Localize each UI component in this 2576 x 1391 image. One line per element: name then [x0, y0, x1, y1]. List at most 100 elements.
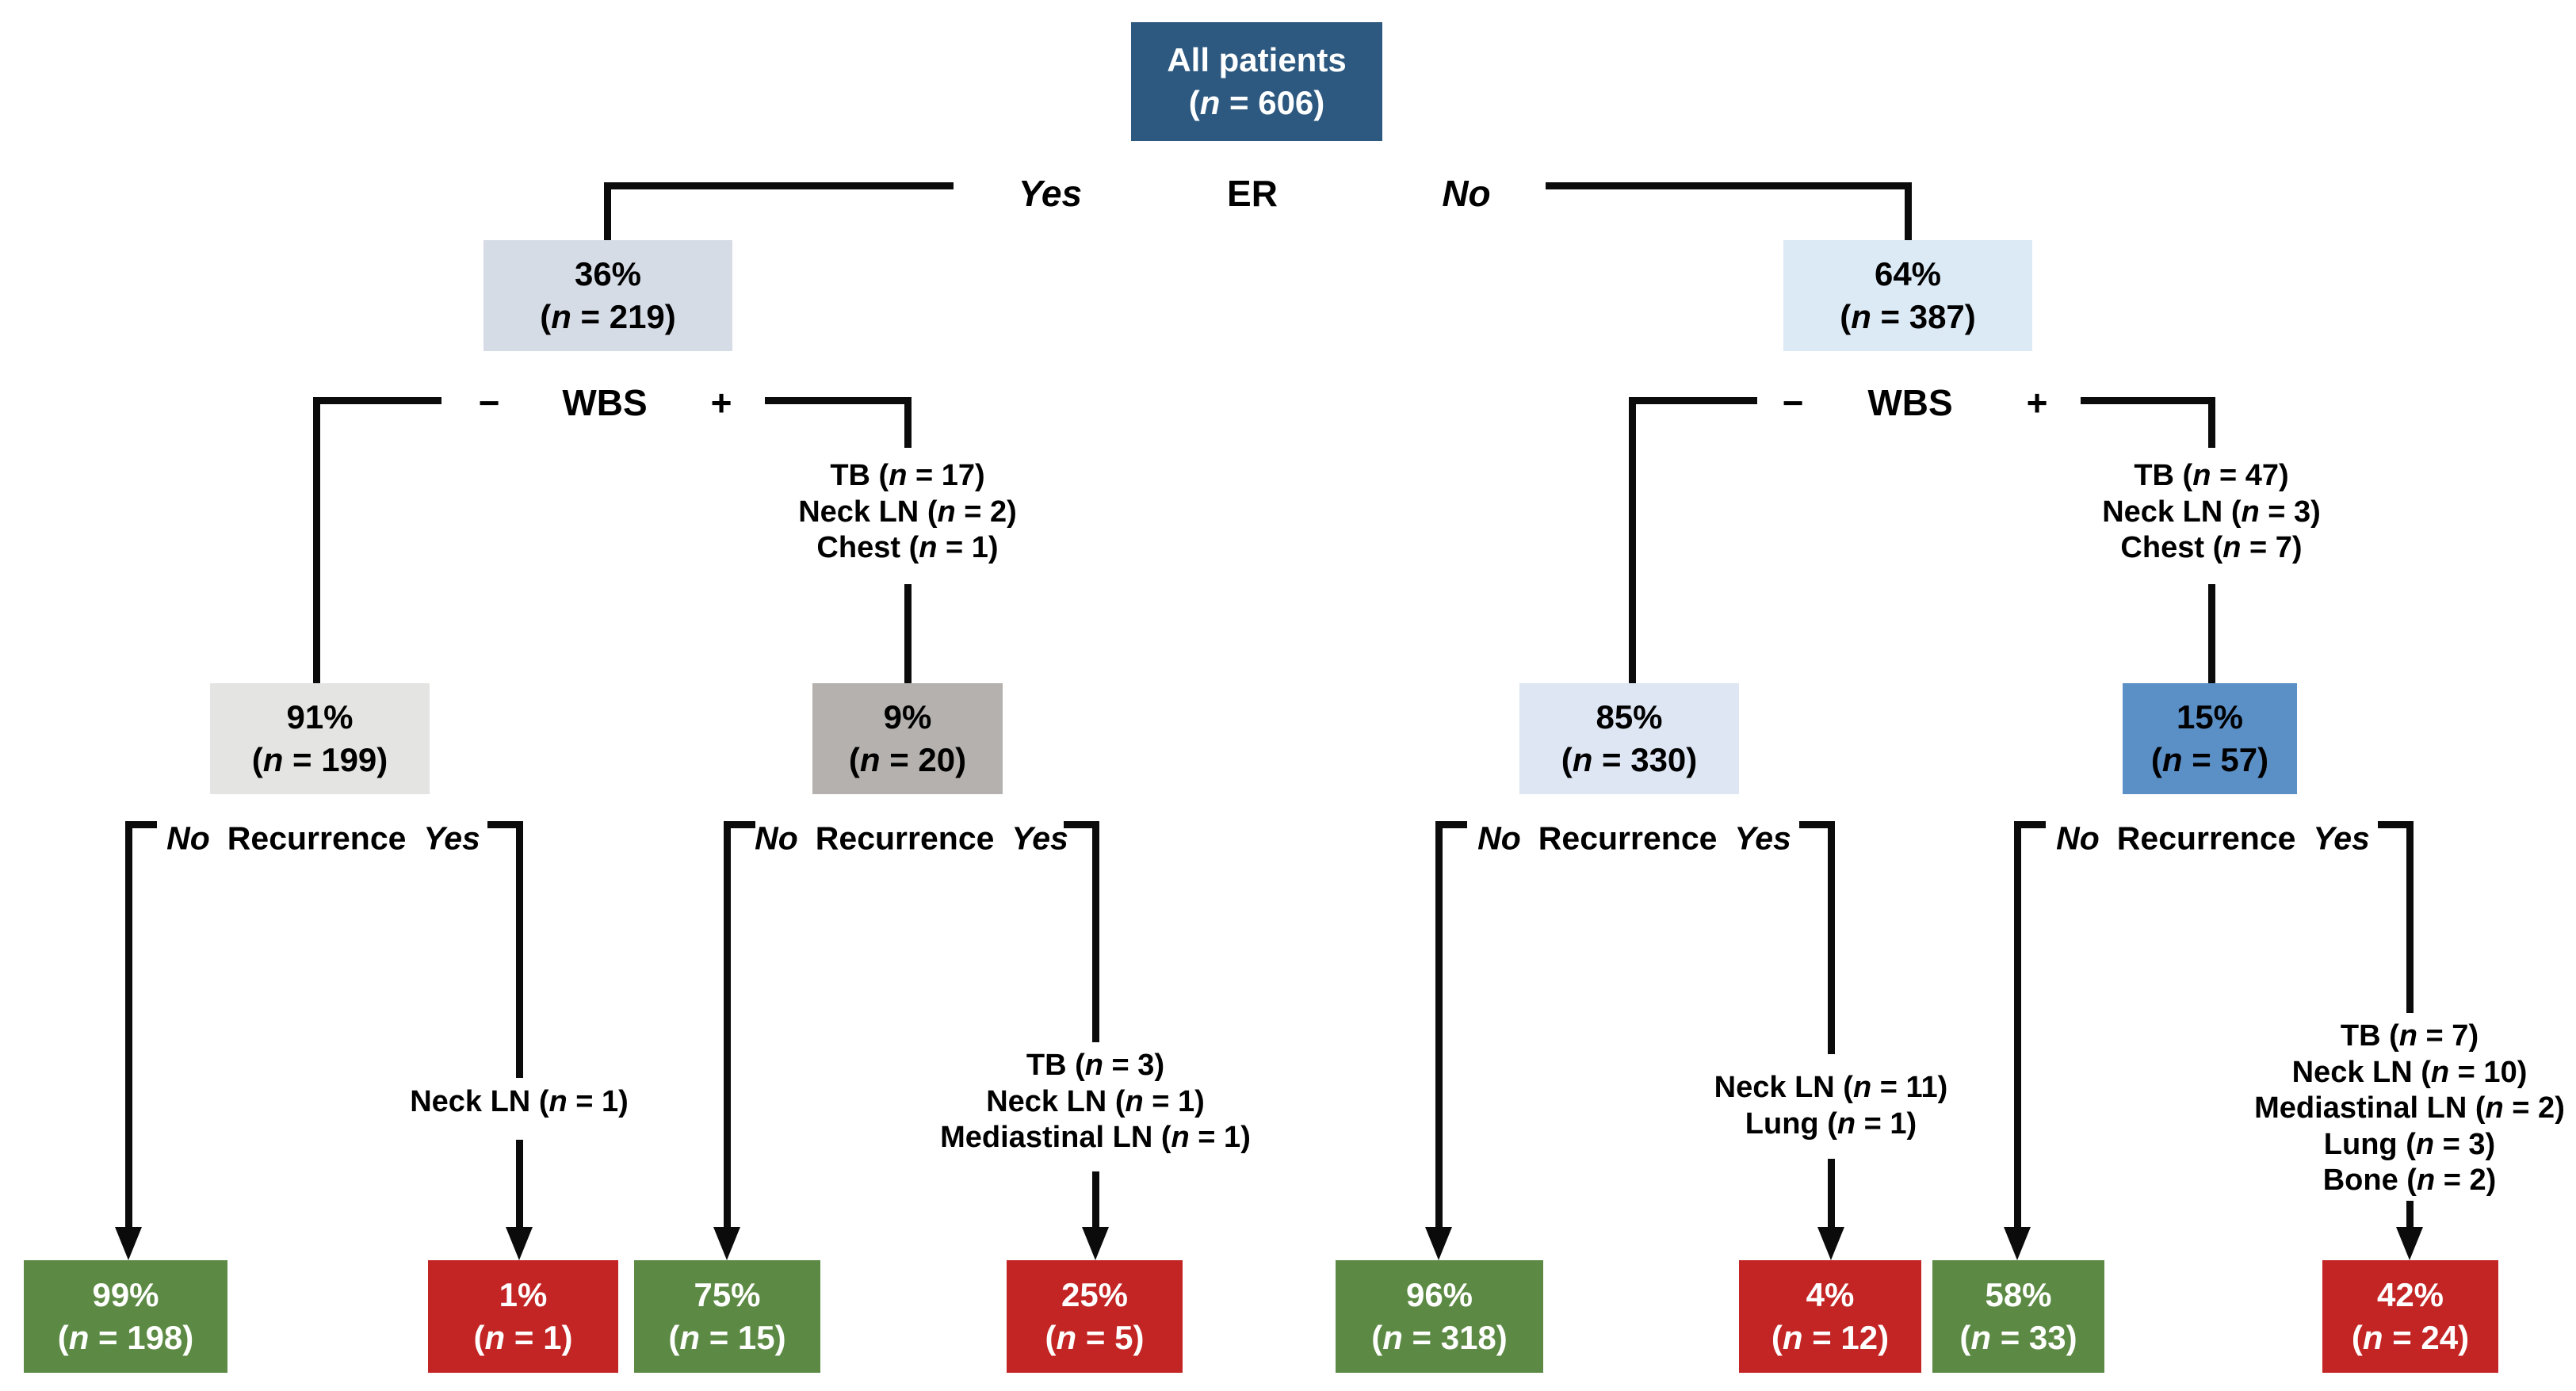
node-n: (n = 198)	[57, 1319, 194, 1356]
connector-line	[904, 397, 912, 448]
branch-label-no: No	[2056, 820, 2100, 857]
node-percent: 75%	[694, 1276, 761, 1314]
node-percent: 85%	[1596, 698, 1663, 736]
connector-line	[2014, 821, 2046, 828]
node-percent: 64%	[1874, 255, 1942, 293]
node-n: (n = 1)	[473, 1319, 573, 1356]
branch-label-no: No	[1477, 820, 1521, 857]
node-wbs-neg-right: 85% (n = 330)	[1519, 683, 1739, 794]
connector-line	[1828, 821, 1835, 1054]
node-percent: 91%	[286, 698, 354, 736]
node-wbs-pos-right: 15% (n = 57)	[2123, 683, 2297, 794]
node-percent: 99%	[92, 1276, 159, 1314]
arrowhead-icon	[2004, 1227, 2031, 1260]
node-n: (n = 606)	[1188, 84, 1325, 121]
recurrence-split-3: No Recurrence Yes	[1477, 820, 1791, 858]
connector-line	[313, 397, 320, 683]
split-label-wbs-left: WBS	[562, 382, 648, 423]
annotation-site-line: Neck LN (n = 1)	[410, 1085, 629, 1118]
node-n: (n = 12)	[1771, 1319, 1890, 1356]
annotation-site-line: Neck LN (n = 1)	[986, 1084, 1205, 1118]
arrowhead-icon	[506, 1227, 533, 1260]
node-n: (n = 20)	[848, 741, 967, 778]
connector-line	[1799, 821, 1834, 828]
node-er-no: 64% (n = 387)	[1783, 240, 2032, 351]
branch-label-yes: Yes	[2313, 820, 2370, 857]
connector-line	[1092, 1171, 1099, 1230]
arrowhead-icon	[115, 1227, 142, 1260]
connector-line	[1629, 397, 1636, 683]
annotation-site-line: Mediastinal LN (n = 2)	[2254, 1091, 2565, 1125]
annotation-site-line: TB (n = 47)	[2134, 459, 2289, 492]
node-n: (n = 330)	[1561, 741, 1698, 778]
annotation-site-line: Chest (n = 1)	[816, 531, 999, 565]
recurrence-split-1: No Recurrence Yes	[166, 820, 480, 858]
branch-label-no: No	[755, 820, 798, 857]
node-er-yes: 36% (n = 219)	[483, 240, 732, 351]
annotation-wbs-pos-left-sites: TB (n = 17) Neck LN (n = 2) Chest (n = 1…	[798, 458, 1017, 567]
connector-line	[2406, 821, 2414, 1013]
annotation-site-line: Lung (n = 1)	[1745, 1106, 1917, 1141]
leaf-node-recurrence-3: 4% (n = 12)	[1739, 1260, 1921, 1373]
connector-line	[904, 584, 912, 683]
leaf-node-no-recurrence-2: 75% (n = 15)	[634, 1260, 820, 1373]
connector-line	[1629, 397, 1757, 404]
connector-line	[487, 821, 522, 828]
connector-line	[607, 182, 954, 189]
annotation-site-line: Neck LN (n = 2)	[798, 495, 1017, 529]
connector-line	[2208, 584, 2215, 683]
annotation-site-line: TB (n = 7)	[2340, 1019, 2479, 1053]
branch-label-minus: −	[1782, 382, 1804, 423]
connector-line	[1092, 821, 1099, 1042]
split-label-er: ER	[1227, 173, 1278, 214]
annotation-site-line: Lung (n = 3)	[2323, 1127, 2496, 1161]
connector-line	[1064, 821, 1099, 828]
node-percent: 4%	[1806, 1276, 1855, 1314]
node-percent: 36%	[574, 255, 642, 293]
annotation-recurrence-sites-3: Neck LN (n = 11) Lung (n = 1)	[1714, 1070, 1948, 1142]
node-n: (n = 24)	[2351, 1319, 2470, 1356]
annotation-recurrence-sites-1: Neck LN (n = 1)	[410, 1084, 629, 1121]
leaf-node-recurrence-4: 42% (n = 24)	[2322, 1260, 2498, 1373]
branch-label-no: No	[166, 820, 210, 857]
split-label-recurrence: Recurrence	[2116, 820, 2296, 857]
node-label: All patients	[1167, 41, 1347, 79]
node-n: (n = 15)	[668, 1319, 786, 1356]
node-n: (n = 5)	[1045, 1319, 1145, 1356]
node-n: (n = 318)	[1371, 1319, 1508, 1356]
leaf-node-no-recurrence-4: 58% (n = 33)	[1932, 1260, 2104, 1373]
node-all-patients: All patients (n = 606)	[1131, 22, 1382, 141]
annotation-site-line: Mediastinal LN (n = 1)	[940, 1121, 1251, 1155]
node-n: (n = 387)	[1840, 298, 1976, 335]
connector-line	[2378, 821, 2413, 828]
annotation-site-line: Neck LN (n = 3)	[2102, 495, 2321, 529]
split-label-recurrence: Recurrence	[1538, 820, 1718, 857]
recurrence-split-4: No Recurrence Yes	[2056, 820, 2370, 858]
connector-line	[1905, 182, 1912, 242]
branch-label-yes: Yes	[423, 820, 480, 857]
annotation-site-line: Neck LN (n = 11)	[1714, 1071, 1948, 1104]
connector-line	[1546, 182, 1911, 189]
node-percent: 1%	[499, 1276, 548, 1314]
branch-label-plus: +	[710, 382, 732, 423]
connector-line	[1435, 821, 1443, 1230]
connector-line	[724, 821, 755, 828]
annotation-site-line: TB (n = 17)	[830, 459, 985, 492]
annotation-site-line: Bone (n = 2)	[2322, 1164, 2497, 1198]
annotation-site-line: Chest (n = 7)	[2120, 531, 2303, 565]
branch-label-yes: Yes	[1018, 173, 1083, 214]
node-n: (n = 219)	[540, 298, 676, 335]
connector-line	[724, 821, 731, 1230]
connector-line	[313, 397, 441, 404]
node-n: (n = 33)	[1959, 1319, 2077, 1356]
split-label-recurrence: Recurrence	[815, 820, 995, 857]
annotation-recurrence-sites-4: TB (n = 7) Neck LN (n = 10) Mediastinal …	[2254, 1018, 2565, 1199]
annotation-wbs-pos-right-sites: TB (n = 47) Neck LN (n = 3) Chest (n = 7…	[2102, 458, 2321, 567]
branch-label-yes: Yes	[1011, 820, 1068, 857]
connector-line	[125, 821, 132, 1230]
node-percent: 15%	[2176, 698, 2244, 736]
node-percent: 96%	[1405, 1276, 1473, 1314]
arrowhead-icon	[1082, 1227, 1109, 1260]
node-percent: 9%	[883, 698, 932, 736]
arrowhead-icon	[1425, 1227, 1452, 1260]
